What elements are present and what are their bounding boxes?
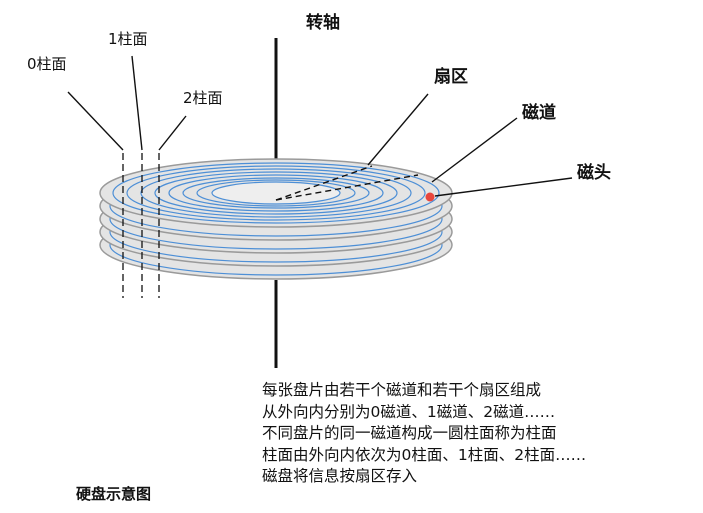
note-line: 每张盘片由若干个磁道和若干个扇区组成 (262, 381, 542, 399)
note-line: 磁盘将信息按扇区存入 (262, 467, 418, 485)
head-leader (434, 177, 573, 197)
cylinder-1-leader (131, 55, 143, 151)
note-line: 从外向内分别为0磁道、1磁道、2磁道…… (262, 402, 556, 421)
track-ring (140, 168, 412, 218)
track-leader (431, 117, 518, 183)
platter-top (99, 158, 453, 228)
diagram-caption: 硬盘示意图 (76, 485, 152, 503)
track-ring (154, 171, 398, 215)
cylinder-0-leader (67, 91, 124, 151)
sector-leader (367, 93, 429, 166)
track-ring (196, 179, 356, 207)
sector-boundary (275, 174, 419, 201)
hub (211, 181, 341, 205)
cylinder-2-label: 2柱面 (183, 89, 223, 107)
sector-label: 扇区 (434, 66, 468, 87)
track-ring (182, 177, 370, 209)
cylinder-0-label: 0柱面 (27, 55, 67, 73)
spindle-label: 转轴 (306, 12, 340, 33)
track-label: 磁道 (522, 102, 556, 123)
explanation-notes: 每张盘片由若干个磁道和若干个扇区组成 从外向内分别为0磁道、1磁道、2磁道…… … (262, 380, 586, 488)
sector-boundary (275, 165, 373, 201)
note-line: 不同盘片的同一磁道构成一圆柱面称为柱面 (262, 424, 557, 442)
cylinder-2-leader (158, 115, 187, 151)
track-ring (112, 162, 440, 224)
head-label: 磁头 (577, 162, 611, 183)
platter-stack (99, 158, 453, 280)
track-ring (168, 174, 384, 212)
track-ring (126, 165, 426, 221)
cylinder-1-label: 1柱面 (108, 30, 148, 48)
head-marker (425, 192, 435, 202)
note-line: 柱面由外向内依次为0柱面、1柱面、2柱面…… (262, 445, 587, 464)
